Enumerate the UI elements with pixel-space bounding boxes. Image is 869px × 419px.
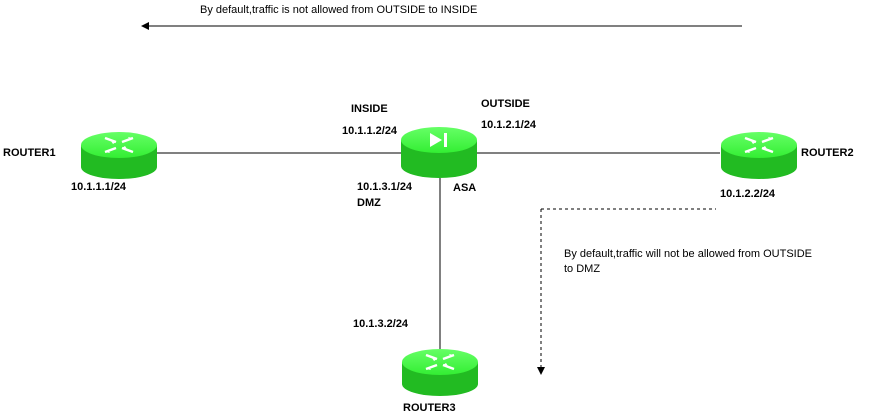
router2-router-icon[interactable]: [721, 132, 797, 179]
router1-router-icon[interactable]: [81, 132, 157, 179]
router3-label: ROUTER3: [403, 402, 456, 414]
asa-dmz-ip: 10.1.3.1/24: [357, 181, 413, 193]
router2-label: ROUTER2: [801, 147, 854, 159]
asa-inside-zone: INSIDE: [351, 103, 388, 115]
router3-ip: 10.1.3.2/24: [353, 318, 409, 330]
router1-label: ROUTER1: [3, 147, 56, 159]
router2-ip: 10.1.2.2/24: [720, 188, 776, 200]
inside-traffic-note: By default,traffic is not allowed from O…: [200, 4, 478, 16]
asa-dmz-zone: DMZ: [357, 197, 381, 209]
asa-inside-ip: 10.1.1.2/24: [342, 125, 398, 137]
asa-firewall-icon[interactable]: [401, 127, 477, 178]
asa-label: ASA: [453, 182, 477, 194]
inside-arrow-head: [141, 22, 149, 30]
dmz-traffic-note-line1: By default,traffic will not be allowed f…: [564, 248, 813, 260]
asa-outside-ip: 10.1.2.1/24: [481, 119, 537, 131]
dmz-traffic-note-line2: to DMZ: [564, 263, 601, 275]
router3-router-icon[interactable]: [402, 349, 478, 396]
asa-outside-zone: OUTSIDE: [481, 98, 530, 110]
router1-ip: 10.1.1.1/24: [71, 181, 127, 193]
dmz-arrow-head: [537, 367, 545, 375]
